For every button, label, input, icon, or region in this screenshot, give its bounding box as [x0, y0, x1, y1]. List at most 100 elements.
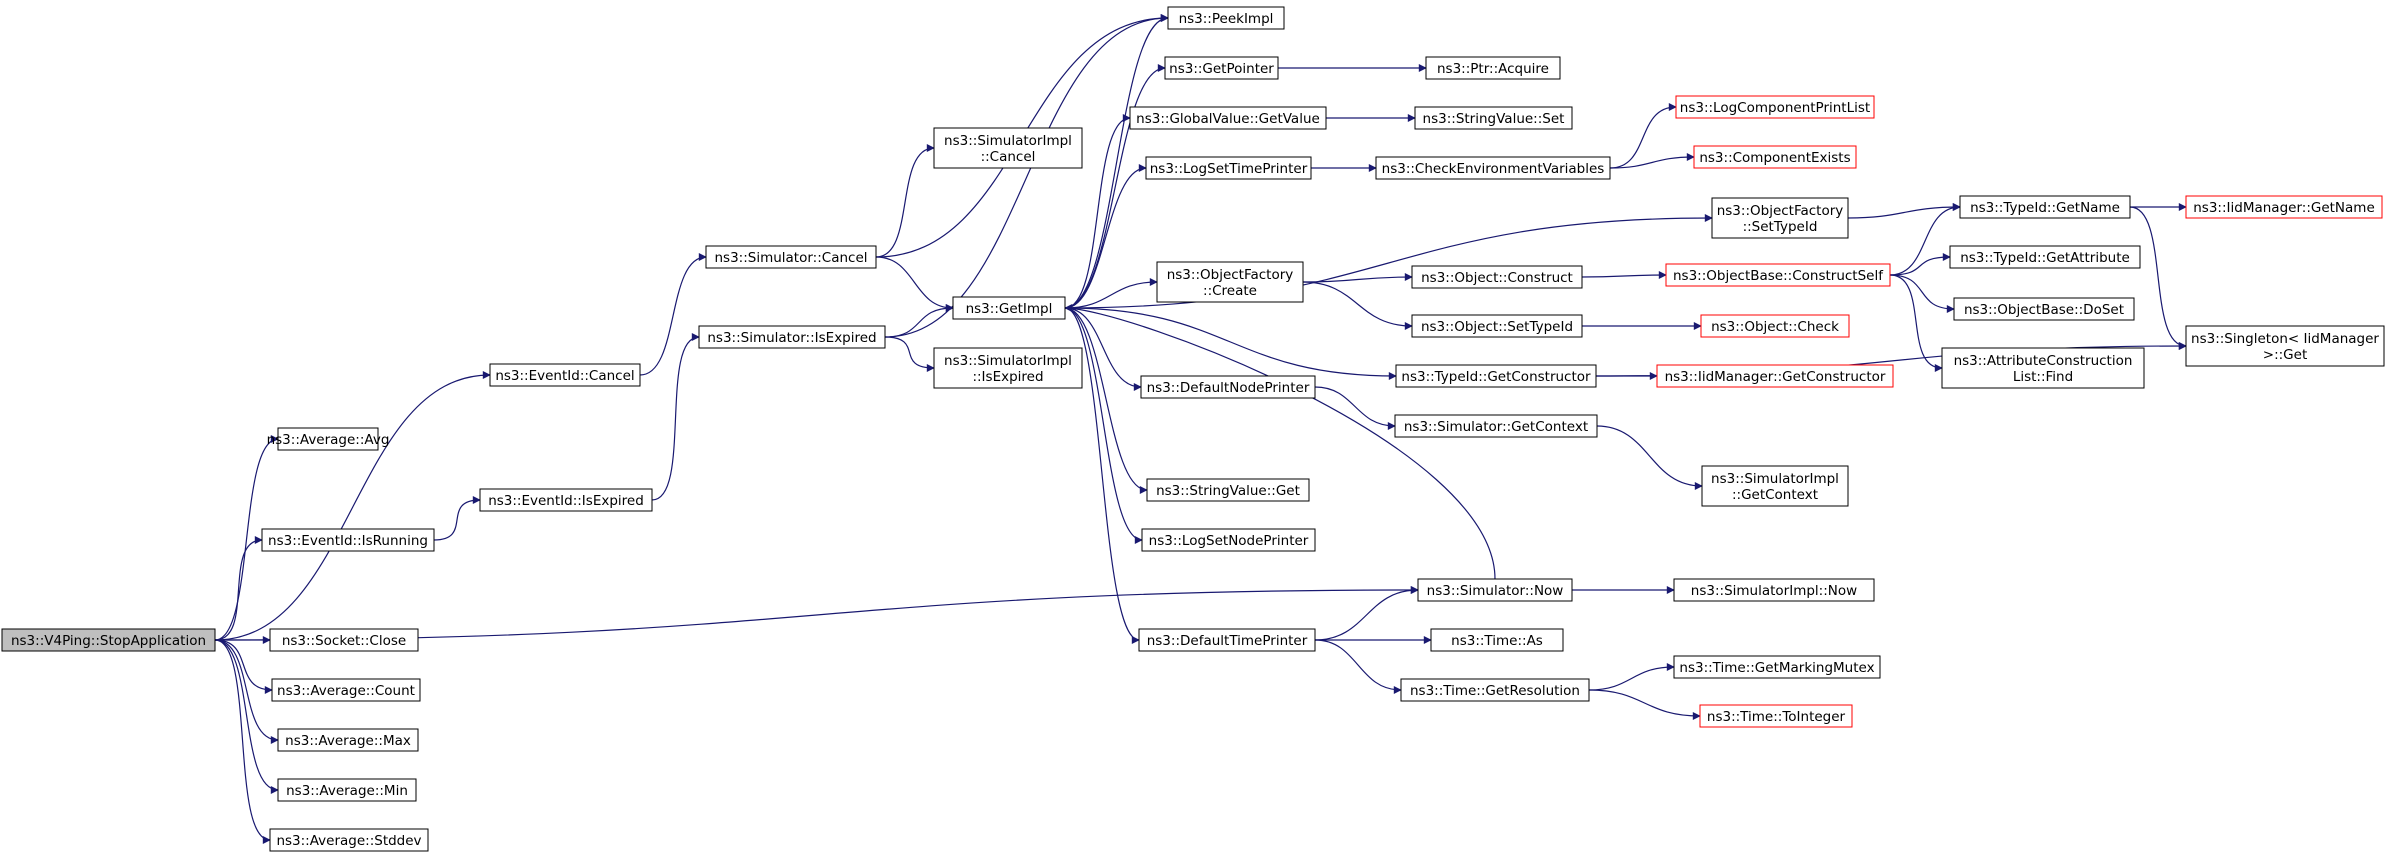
node-box[interactable] [1414, 106, 1573, 130]
node-box[interactable] [1156, 261, 1304, 303]
node-simimpl_getcontext[interactable]: ns3::SimulatorImpl::GetContext [1701, 465, 1849, 507]
node-box[interactable] [489, 363, 641, 387]
node-box[interactable] [1675, 95, 1875, 119]
node-box[interactable] [1140, 375, 1316, 399]
node-box[interactable] [933, 347, 1083, 389]
node-getpointer[interactable]: ns3::GetPointer [1164, 56, 1279, 80]
node-box[interactable] [1129, 106, 1327, 130]
node-iidmanager_getname[interactable]: ns3::IidManager::GetName [2185, 195, 2383, 219]
node-avg_count[interactable]: ns3::Average::Count [271, 678, 421, 702]
node-box[interactable] [1138, 628, 1316, 652]
node-time_as[interactable]: ns3::Time::As [1430, 628, 1564, 652]
node-sim_now[interactable]: ns3::Simulator::Now [1417, 578, 1573, 602]
node-time_getresolution[interactable]: ns3::Time::GetResolution [1400, 678, 1590, 702]
node-iidmanager_getconstructor[interactable]: ns3::IidManager::GetConstructor [1656, 364, 1894, 388]
node-box[interactable] [1395, 364, 1597, 388]
node-logcomponentprintlist[interactable]: ns3::LogComponentPrintList [1675, 95, 1875, 119]
node-box[interactable] [1665, 263, 1891, 287]
node-avg_min[interactable]: ns3::Average::Min [277, 778, 417, 802]
node-box[interactable] [2185, 325, 2385, 367]
node-box[interactable] [269, 828, 429, 852]
node-box[interactable] [479, 488, 653, 512]
node-defaultnodeprinter[interactable]: ns3::DefaultNodePrinter [1140, 375, 1316, 399]
node-sim_isexpired[interactable]: ns3::Simulator::IsExpired [698, 325, 886, 349]
node-obj_construct[interactable]: ns3::Object::Construct [1411, 265, 1583, 289]
node-simimpl_cancel[interactable]: ns3::SimulatorImpl::Cancel [933, 127, 1083, 169]
node-defaulttimeprinter[interactable]: ns3::DefaultTimePrinter [1138, 628, 1316, 652]
node-box[interactable] [1701, 465, 1849, 507]
node-box[interactable] [1167, 6, 1285, 30]
node-box[interactable] [1941, 347, 2145, 389]
node-root[interactable]: ns3::V4Ping::StopApplication [1, 628, 216, 652]
node-box[interactable] [1693, 145, 1857, 169]
node-singleton_get[interactable]: ns3::Singleton< IidManager >::Get [2185, 325, 2385, 367]
node-box[interactable] [1394, 414, 1598, 438]
node-box[interactable] [1673, 655, 1881, 679]
node-box[interactable] [277, 778, 417, 802]
node-box[interactable] [698, 325, 886, 349]
node-time_getmarkingmutex[interactable]: ns3::Time::GetMarkingMutex [1673, 655, 1881, 679]
node-stringvalue_set[interactable]: ns3::StringValue::Set [1414, 106, 1573, 130]
node-eventid_isrunning[interactable]: ns3::EventId::IsRunning [261, 528, 435, 552]
node-box[interactable] [271, 678, 421, 702]
node-box[interactable] [933, 127, 1083, 169]
node-box[interactable] [269, 628, 419, 652]
node-checkenv[interactable]: ns3::CheckEnvironmentVariables [1375, 156, 1611, 180]
node-typeid_getconstructor[interactable]: ns3::TypeId::GetConstructor [1395, 364, 1597, 388]
node-box[interactable] [277, 728, 419, 752]
node-box[interactable] [277, 427, 379, 451]
node-box[interactable] [1375, 156, 1611, 180]
node-box[interactable] [1699, 704, 1853, 728]
node-box[interactable] [1400, 678, 1590, 702]
node-box[interactable] [2185, 195, 2383, 219]
node-box[interactable] [1425, 56, 1561, 80]
node-box[interactable] [1146, 478, 1310, 502]
node-avg_avg[interactable]: ns3::Average::Avg [267, 427, 390, 451]
node-box[interactable] [1700, 314, 1850, 338]
node-box[interactable] [1959, 195, 2131, 219]
node-logsetnodeprinter[interactable]: ns3::LogSetNodePrinter [1141, 528, 1316, 552]
node-box[interactable] [1411, 265, 1583, 289]
node-sim_getcontext[interactable]: ns3::Simulator::GetContext [1394, 414, 1598, 438]
node-eventid_cancel[interactable]: ns3::EventId::Cancel [489, 363, 641, 387]
node-gv_getvalue[interactable]: ns3::GlobalValue::GetValue [1129, 106, 1327, 130]
node-getimpl[interactable]: ns3::GetImpl [952, 296, 1066, 320]
node-obj_settypeid[interactable]: ns3::Object::SetTypeId [1411, 314, 1583, 338]
node-box[interactable] [1141, 528, 1316, 552]
node-box[interactable] [1164, 56, 1279, 80]
node-box[interactable] [1656, 364, 1894, 388]
node-time_tointeger[interactable]: ns3::Time::ToInteger [1699, 704, 1853, 728]
node-objbase_constructself[interactable]: ns3::ObjectBase::ConstructSelf [1665, 263, 1891, 287]
node-avg_stddev[interactable]: ns3::Average::Stddev [269, 828, 429, 852]
node-box[interactable] [1145, 156, 1312, 180]
node-simimpl_now[interactable]: ns3::SimulatorImpl::Now [1673, 578, 1875, 602]
node-box[interactable] [952, 296, 1066, 320]
node-box[interactable] [1430, 628, 1564, 652]
node-sim_cancel[interactable]: ns3::Simulator::Cancel [705, 245, 877, 269]
node-box[interactable] [1, 628, 216, 652]
node-typeid_getname[interactable]: ns3::TypeId::GetName [1959, 195, 2131, 219]
node-ptr_acquire[interactable]: ns3::Ptr::Acquire [1425, 56, 1561, 80]
node-of_settypeid[interactable]: ns3::ObjectFactory::SetTypeId [1711, 197, 1849, 239]
node-simimpl_isexpired[interactable]: ns3::SimulatorImpl::IsExpired [933, 347, 1083, 389]
node-box[interactable] [1711, 197, 1849, 239]
node-box[interactable] [1411, 314, 1583, 338]
node-box[interactable] [261, 528, 435, 552]
node-peekimpl[interactable]: ns3::PeekImpl [1167, 6, 1285, 30]
node-box[interactable] [1673, 578, 1875, 602]
node-socket_close[interactable]: ns3::Socket::Close [269, 628, 419, 652]
node-box[interactable] [1949, 245, 2141, 269]
node-typeid_getattribute[interactable]: ns3::TypeId::GetAttribute [1949, 245, 2141, 269]
node-componentexists[interactable]: ns3::ComponentExists [1693, 145, 1857, 169]
node-avg_max[interactable]: ns3::Average::Max [277, 728, 419, 752]
node-objbase_doset[interactable]: ns3::ObjectBase::DoSet [1953, 297, 2135, 321]
node-logsettimeprinter[interactable]: ns3::LogSetTimePrinter [1145, 156, 1312, 180]
node-of_create[interactable]: ns3::ObjectFactory::Create [1156, 261, 1304, 303]
node-box[interactable] [1953, 297, 2135, 321]
node-box[interactable] [705, 245, 877, 269]
node-box[interactable] [1417, 578, 1573, 602]
node-obj_check[interactable]: ns3::Object::Check [1700, 314, 1850, 338]
node-stringvalue_get[interactable]: ns3::StringValue::Get [1146, 478, 1310, 502]
node-eventid_isexpired[interactable]: ns3::EventId::IsExpired [479, 488, 653, 512]
